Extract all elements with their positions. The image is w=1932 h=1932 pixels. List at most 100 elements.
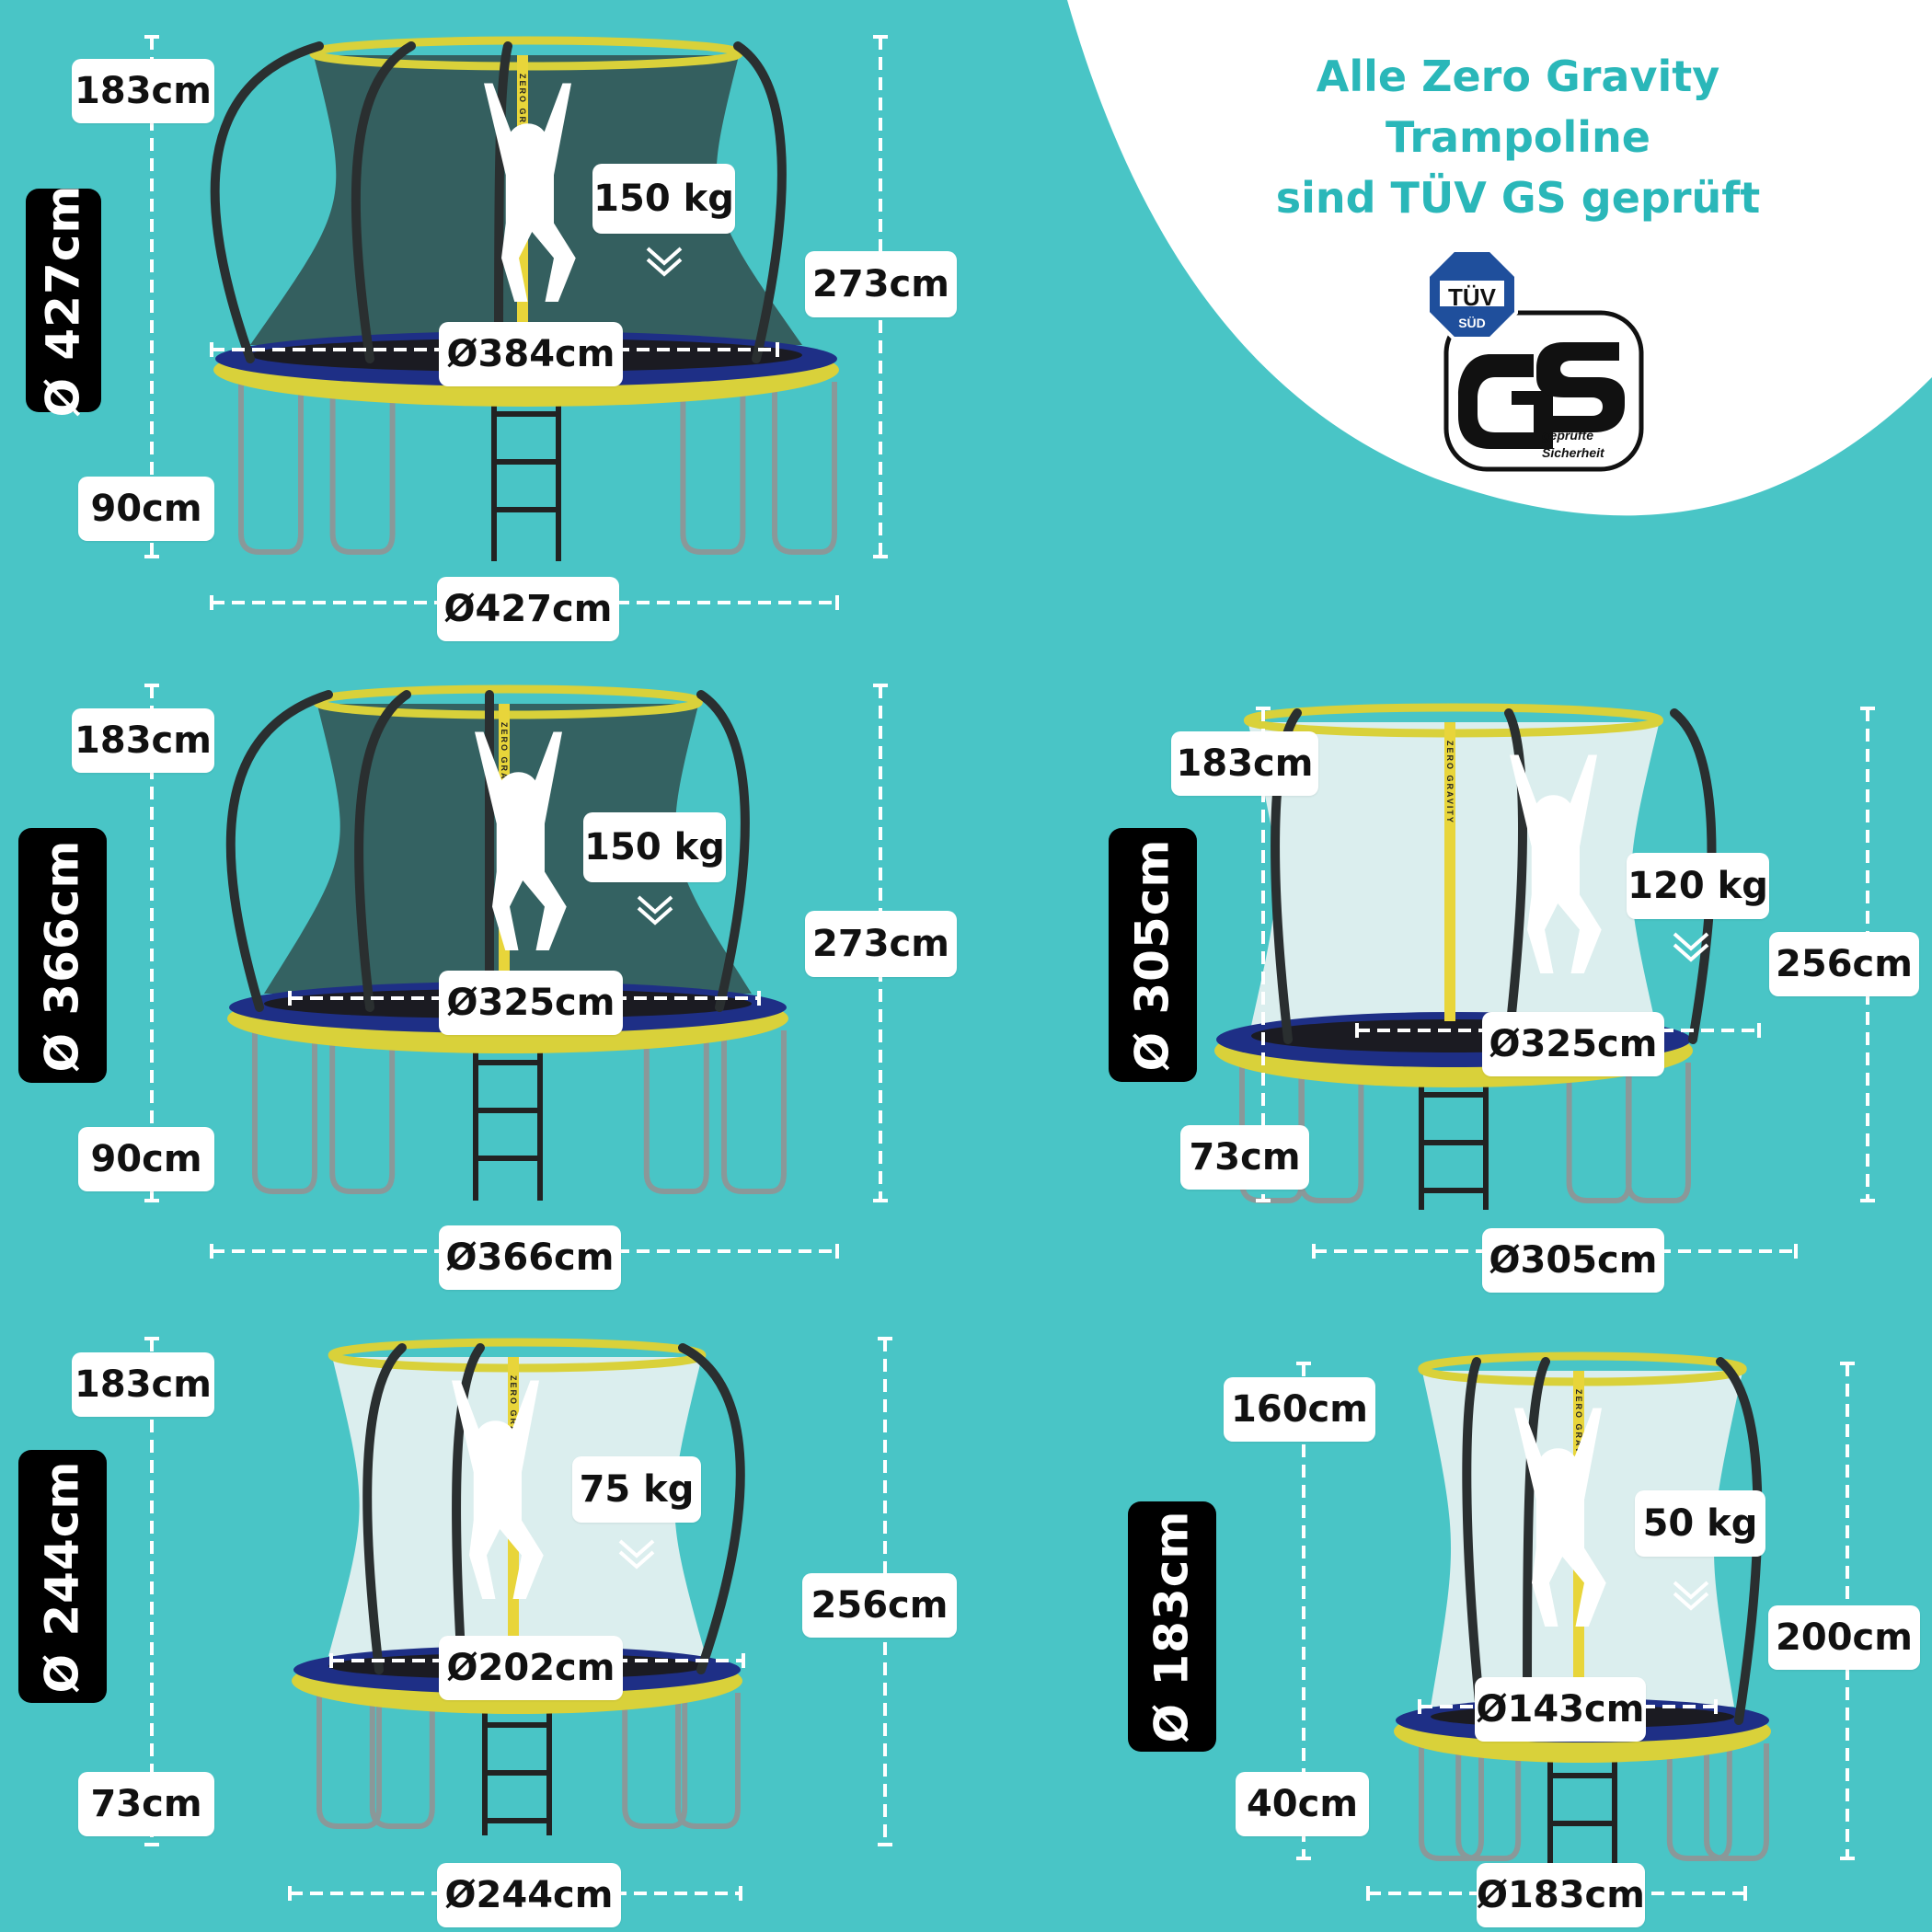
down-chevron-icon	[1673, 1581, 1709, 1611]
chevron	[618, 1550, 655, 1570]
leg-frame	[1666, 1739, 1732, 1861]
headline-line-2: Trampoline	[1386, 112, 1650, 162]
leg-frame	[329, 377, 396, 555]
size-tag: Ø 244cm	[18, 1450, 107, 1703]
max-weight-label: 50 kg	[1635, 1490, 1765, 1557]
chevron	[646, 247, 683, 266]
chevron	[1673, 1592, 1709, 1611]
leg-frame	[252, 1026, 317, 1194]
leg-height-label: 90cm	[78, 1127, 214, 1191]
sud-text: SÜD	[1458, 316, 1486, 330]
tuv-text: TÜV	[1448, 283, 1497, 311]
size-tag-text: Ø 305cm	[1126, 838, 1179, 1072]
jumper-body	[1514, 1408, 1606, 1627]
net-pole	[351, 41, 416, 363]
max-weight-label: 150 kg	[592, 164, 735, 234]
jumper-body	[452, 1380, 544, 1599]
total-height-label: 256cm	[1769, 932, 1919, 996]
headline-line-1: Alle Zero Gravity	[1316, 52, 1720, 101]
leg-frame	[329, 1026, 396, 1194]
chevron	[1673, 943, 1709, 962]
net-pole	[733, 41, 787, 363]
headline-line-3: sind TÜV GS geprüft	[1275, 173, 1761, 223]
leg-height-label: 73cm	[1180, 1125, 1309, 1190]
tuv-plate	[1440, 281, 1504, 306]
frame-diameter-label: Ø427cm	[437, 577, 619, 641]
net-height-label: 183cm	[1171, 731, 1318, 796]
leg-height-label: 73cm	[78, 1772, 214, 1836]
gs-caption-1: geprüfte	[1541, 428, 1593, 443]
net-height-label: 183cm	[72, 59, 214, 123]
jumper-silhouette	[484, 83, 576, 302]
leg-frame	[369, 1688, 435, 1829]
jumper-silhouette	[1510, 754, 1602, 973]
down-chevron-icon	[637, 895, 673, 926]
chevron	[646, 258, 683, 277]
net-pole	[1716, 1357, 1763, 1725]
chevron	[637, 895, 673, 914]
zero-gravity-strap	[1444, 722, 1455, 1021]
leg-frame	[238, 377, 304, 555]
net-pole	[354, 690, 411, 1012]
down-chevron-icon	[646, 247, 683, 277]
total-height-label: 273cm	[805, 251, 957, 317]
frame-diameter-label: Ø183cm	[1477, 1863, 1645, 1927]
leg-frame	[680, 377, 746, 555]
frame-diameter-label: Ø366cm	[439, 1225, 621, 1290]
size-tag: Ø 305cm	[1109, 828, 1197, 1082]
net-pole	[1670, 708, 1717, 1044]
jumper-silhouette	[452, 1380, 544, 1599]
jumper-body	[475, 731, 567, 950]
size-tag-text: Ø 244cm	[36, 1459, 89, 1694]
net-pole	[452, 1343, 485, 1674]
zero-gravity-brand: ZERO GRAVITY	[518, 74, 527, 157]
net-pole	[1462, 1357, 1486, 1725]
max-weight-label: 75 kg	[572, 1456, 701, 1523]
down-chevron-icon	[618, 1539, 655, 1570]
leg-frame	[1626, 1058, 1691, 1203]
trampoline: ZERO GRAVITY	[292, 1338, 745, 1835]
leg-frame	[675, 1688, 741, 1829]
leg-frame	[316, 1688, 382, 1829]
max-weight-label: 120 kg	[1627, 853, 1769, 919]
zero-gravity-brand: ZERO GRAVITY	[1574, 1389, 1583, 1473]
frame-diameter-label: Ø305cm	[1482, 1228, 1664, 1293]
leg-frame	[1704, 1739, 1769, 1861]
trampoline: ZERO GRAVITY	[1394, 1351, 1771, 1868]
net-pole	[1523, 1357, 1550, 1725]
size-tag: Ø 427cm	[26, 184, 101, 417]
net-pole	[210, 41, 324, 363]
net-pole	[678, 1343, 745, 1674]
size-tag-text: Ø 427cm	[37, 183, 90, 418]
jump-area-label: Ø143cm	[1475, 1677, 1646, 1742]
size-tag-text: Ø 183cm	[1145, 1510, 1199, 1743]
total-height-label: 273cm	[805, 911, 957, 977]
leg-height-label: 40cm	[1236, 1772, 1369, 1836]
net-pole	[225, 690, 333, 1012]
trampoline: ZERO GRAVITY	[225, 684, 788, 1201]
gs-letter-g	[1458, 354, 1553, 449]
zero-gravity-brand: ZERO GRAVITY	[500, 722, 509, 806]
net-pole	[1504, 708, 1527, 1044]
jump-area-label: Ø325cm	[1482, 1012, 1664, 1076]
jumper-silhouette	[1514, 1408, 1606, 1627]
size-tag: Ø 183cm	[1128, 1501, 1216, 1752]
max-weight-label: 150 kg	[583, 812, 726, 882]
leg-frame	[1419, 1739, 1484, 1861]
jump-area-label: Ø202cm	[439, 1636, 623, 1700]
headline: Alle Zero Gravity Trampoline sind TÜV GS…	[1251, 46, 1785, 228]
leg-frame	[643, 1026, 709, 1194]
leg-height-label: 90cm	[78, 477, 214, 541]
net-height-label: 183cm	[72, 708, 214, 773]
leg-frame	[721, 1026, 787, 1194]
total-height-label: 256cm	[802, 1573, 957, 1638]
zero-gravity-brand: ZERO GRAVITY	[509, 1375, 518, 1459]
size-tag-text: Ø 366cm	[36, 838, 89, 1073]
net-pole	[494, 41, 512, 363]
gs-caption-2: Sicherheit	[1542, 445, 1605, 460]
gs-letter-s	[1536, 342, 1625, 432]
chevron	[1673, 932, 1709, 951]
